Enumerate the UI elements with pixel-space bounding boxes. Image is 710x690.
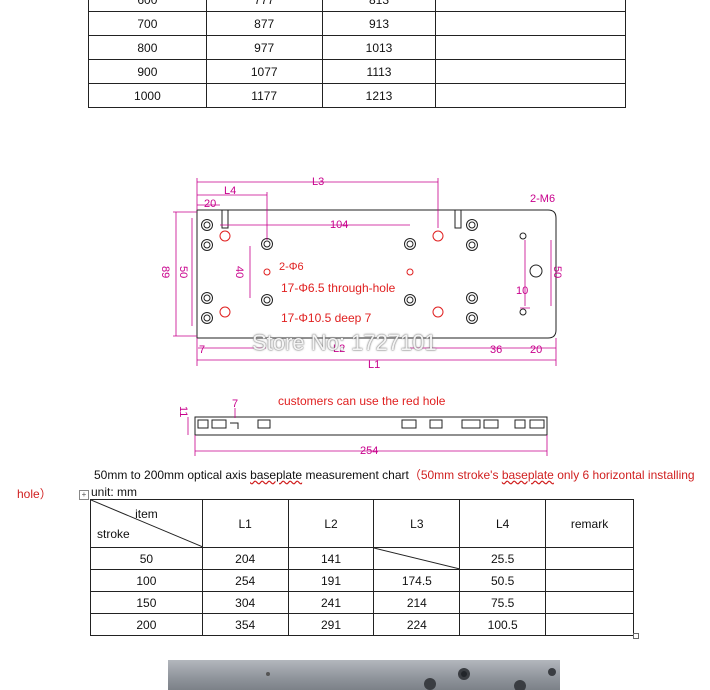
dim-254: 254	[360, 445, 378, 457]
table-cell: 200	[90, 613, 203, 636]
header-l4: L4	[459, 499, 547, 548]
dim-50-right: 50	[551, 266, 563, 278]
header-remark: remark	[545, 499, 634, 548]
table-cell	[545, 591, 634, 614]
table-cell	[373, 547, 461, 570]
mounting-holes	[201, 209, 543, 324]
dim-L1: L1	[368, 359, 380, 371]
table-cell	[545, 569, 634, 592]
table-cell: 100.5	[459, 613, 547, 636]
table-cell: 174.5	[373, 569, 461, 592]
baseplate-top-view-drawing: L3 L4 20 104 2-M6 89 50 40 2-Φ6 17-Φ6.5 …	[159, 176, 563, 371]
red-holes	[219, 230, 444, 318]
top-dimension-table: 6007778137008779138009771013900107711131…	[88, 0, 626, 108]
dim-L4: L4	[224, 185, 236, 197]
dim-50-left: 50	[177, 266, 189, 278]
dim-104: 104	[330, 219, 348, 231]
label-deep-hole: 17-Φ10.5 deep 7	[281, 311, 372, 325]
dim-11: 11	[177, 406, 189, 417]
caption-red-1: （50mm stroke's	[408, 468, 502, 482]
label-2-m6: 2-M6	[530, 193, 555, 205]
table-cell: 254	[201, 569, 289, 592]
store-watermark: Store No: 1727101	[252, 330, 437, 355]
table-cell: 141	[287, 547, 375, 570]
table-cell: 304	[201, 591, 289, 614]
dim-89: 89	[159, 266, 171, 278]
table-cell: 877	[205, 11, 323, 36]
table-cell: 191	[287, 569, 375, 592]
table-cell: 214	[373, 591, 461, 614]
dim-20: 20	[204, 198, 216, 210]
header-l1: L1	[201, 499, 289, 548]
table-cell: 1113	[321, 59, 437, 84]
table-cell	[435, 35, 626, 60]
table-cell: 204	[201, 547, 289, 570]
dim-40: 40	[233, 266, 245, 278]
table-cell: 241	[287, 591, 375, 614]
table-cell: 291	[287, 613, 375, 636]
label-2-phi6: 2-Φ6	[279, 261, 304, 273]
table-cell	[545, 547, 634, 570]
header-stroke: stroke	[97, 527, 130, 541]
table-cell: 100	[90, 569, 203, 592]
dim-L3: L3	[312, 176, 324, 188]
table-resize-handle[interactable]	[633, 633, 639, 639]
caption-red-2: baseplate	[501, 468, 554, 482]
table-cell: 1213	[321, 83, 437, 108]
red-hole-note: customers can use the red hole	[278, 394, 446, 408]
table-cell	[545, 613, 634, 636]
dim-36: 36	[490, 344, 502, 356]
table-anchor-icon[interactable]: +	[79, 490, 89, 500]
caption-red-4: hole）	[17, 487, 52, 501]
header-diagonal-cell: item stroke	[90, 499, 203, 548]
dim-10: 10	[516, 285, 528, 297]
header-item: item	[135, 507, 158, 521]
caption-red-3: only 6 horizontal installing	[553, 468, 695, 482]
dim-7-side: 7	[232, 398, 238, 410]
caption-text-1: 50mm to 200mm optical axis	[94, 468, 251, 482]
unit-label: unit: mm	[91, 485, 138, 499]
table-cell	[435, 59, 626, 84]
dim-7: 7	[199, 344, 205, 356]
table-cell: 1000	[88, 83, 207, 108]
header-l3: L3	[373, 499, 461, 548]
label-through-hole: 17-Φ6.5 through-hole	[281, 281, 396, 295]
table-cell: 150	[90, 591, 203, 614]
dim-20-bottom: 20	[530, 344, 542, 356]
table-row: 600777813	[88, 0, 626, 12]
table-cell: 900	[88, 59, 207, 84]
header-l2: L2	[287, 499, 375, 548]
table-cell: 75.5	[459, 591, 547, 614]
table-cell: 1177	[205, 83, 323, 108]
table-cell: 25.5	[459, 547, 547, 570]
chart-caption: 50mm to 200mm optical axis baseplate mea…	[94, 466, 695, 483]
table-header-row: item stroke L1 L2 L3 L4 remark	[90, 499, 634, 548]
plate-outline	[196, 209, 557, 339]
caption-text-2: baseplate	[250, 468, 303, 482]
table-cell: 50.5	[459, 569, 547, 592]
baseplate-photo	[168, 660, 560, 690]
table-cell: 354	[201, 613, 289, 636]
baseplate-side-view-drawing: 11 7 254 customers can use the red hole	[177, 394, 548, 457]
table-cell: 50	[90, 547, 203, 570]
caption-text-3: measurement chart	[302, 468, 409, 482]
dim-L2: L2	[333, 343, 345, 355]
table-cell: 224	[373, 613, 461, 636]
table-cell	[435, 83, 626, 108]
